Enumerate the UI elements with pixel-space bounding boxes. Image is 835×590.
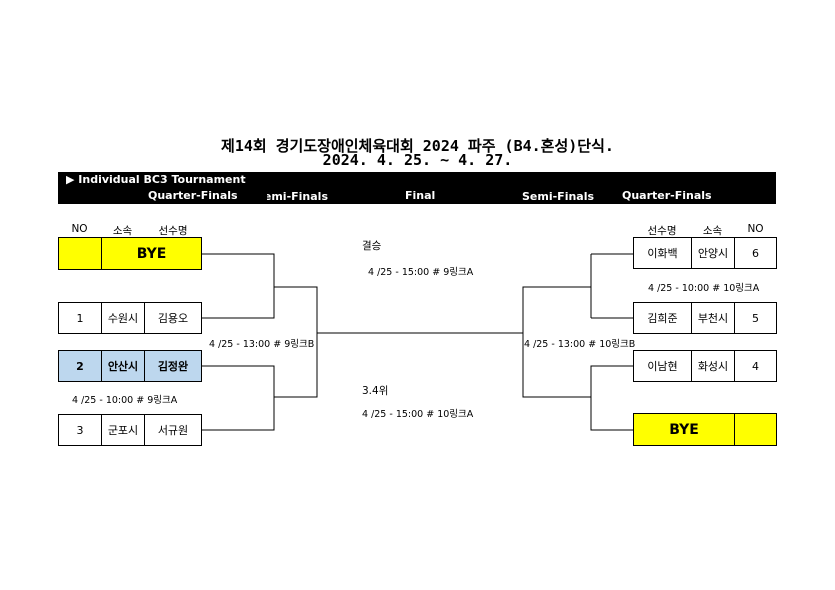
round-header-bar: ▶ Individual BC3 Tournament Quarter-Fina… (58, 172, 776, 204)
qf-left-label: Quarter-Finals (148, 189, 238, 202)
final-label: Final (405, 189, 436, 202)
left-entry-2-player: 김정완 (144, 350, 202, 382)
right-entry-bye-no (734, 413, 777, 446)
date-range: 2024. 4. 25. ~ 4. 27. (322, 151, 513, 169)
left-header-club: 소속 (112, 225, 133, 237)
third-place-time: 4 /25 - 15:00 # 10링크A (362, 409, 474, 420)
right-qf-top-time: 4 /25 - 10:00 # 10링크A (648, 283, 760, 294)
left-header-player: 선수명 (158, 225, 188, 237)
right-entry-6-club: 안양시 (691, 237, 735, 269)
page-title: 제14회 경기도장애인체육대회 2024 파주 (B4.혼성)단식. (221, 137, 614, 155)
qf-right-label: Quarter-Finals (622, 189, 712, 202)
right-header-no: NO (747, 223, 764, 235)
left-entry-2-club: 안산시 (101, 350, 145, 382)
left-qf-bottom-time: 4 /25 - 10:00 # 9링크A (72, 395, 178, 406)
right-entry-bye: BYE (633, 413, 735, 446)
right-entry-4-no: 4 (734, 350, 777, 382)
left-entry-3-player: 서규원 (144, 414, 202, 446)
left-entry-bye-no (58, 237, 102, 270)
left-entry-1-no: 1 (58, 302, 102, 334)
right-entry-6-player: 이화백 (633, 237, 692, 269)
final-match-time: 4 /25 - 15:00 # 9링크A (368, 267, 474, 278)
right-header-player: 선수명 (647, 225, 677, 237)
left-header-no: NO (71, 223, 88, 235)
left-qf-bottom-bracket (202, 365, 275, 431)
left-entry-2-no: 2 (58, 350, 102, 382)
right-entry-5-player: 김희준 (633, 302, 692, 334)
sf-right-label: Semi-Finals (522, 190, 595, 203)
left-sf-bracket (274, 286, 318, 398)
left-entry-3-club: 군포시 (101, 414, 145, 446)
right-qf-bottom-bracket (590, 365, 633, 431)
right-header-club: 소속 (702, 225, 723, 237)
left-entry-1-player: 김용오 (144, 302, 202, 334)
right-entry-5-club: 부천시 (691, 302, 735, 334)
left-sf-time: 4 /25 - 13:00 # 9링크B (209, 339, 315, 350)
tournament-label: ▶ Individual BC3 Tournament (66, 173, 246, 186)
right-entry-6-no: 6 (734, 237, 777, 269)
sf-left-label: Semi-Finals (267, 190, 328, 203)
third-place-label: 3.4위 (362, 385, 389, 397)
right-sf-bracket (522, 286, 591, 398)
right-entry-4-club: 화성시 (691, 350, 735, 382)
left-qf-top-bracket (202, 253, 275, 319)
final-match-label: 결승 (362, 240, 382, 252)
right-entry-5-no: 5 (734, 302, 777, 334)
left-entry-3-no: 3 (58, 414, 102, 446)
right-sf-time: 4 /25 - 13:00 # 10링크B (524, 339, 636, 350)
left-entry-bye: BYE (101, 237, 202, 270)
